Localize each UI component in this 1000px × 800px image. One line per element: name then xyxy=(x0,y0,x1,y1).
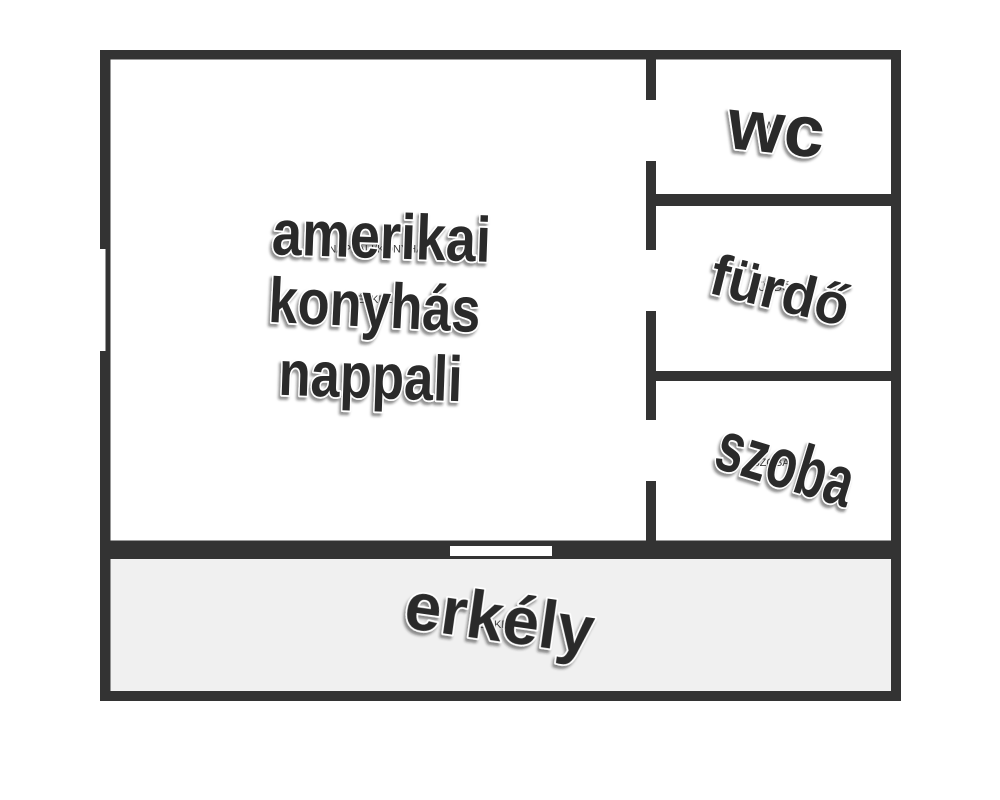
svg-text:FÜRDŐ: FÜRDŐ xyxy=(751,280,791,294)
svg-text:ÉTKEZŐ: ÉTKEZŐ xyxy=(357,292,401,306)
svg-text:szoba: szoba xyxy=(707,407,864,524)
svg-text:amerikai: amerikai xyxy=(271,196,492,276)
svg-text:konyhás: konyhás xyxy=(267,264,482,346)
svg-text:fürdő: fürdő xyxy=(704,242,857,339)
svg-text:nappali: nappali xyxy=(277,337,463,415)
svg-text:wc: wc xyxy=(723,83,829,174)
svg-text:ERKÉLY: ERKÉLY xyxy=(479,618,522,631)
svg-text:NAPPALI/KONYHA: NAPPALI/KONYHA xyxy=(328,244,424,256)
svg-text:SZOBA: SZOBA xyxy=(752,457,790,469)
svg-text:WC: WC xyxy=(764,120,782,132)
